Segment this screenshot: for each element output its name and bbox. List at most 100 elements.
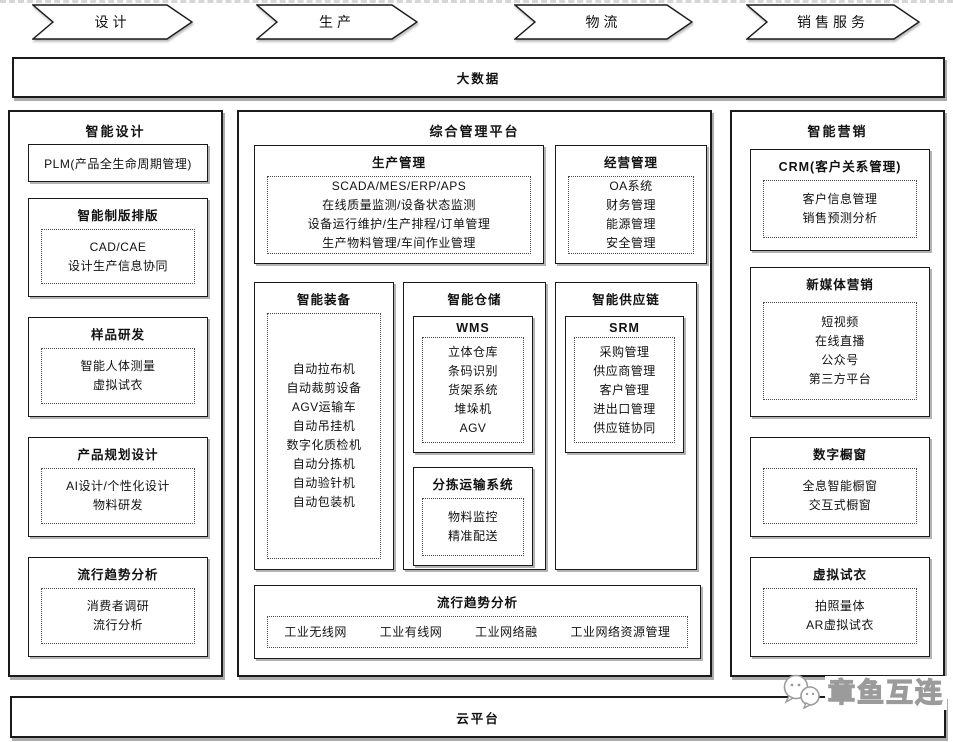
box-title: SRM: [609, 321, 640, 335]
list-line: 生产物料管理/车间作业管理: [322, 236, 476, 250]
list-line: 销售预测分析: [802, 211, 878, 225]
list-line: 在线直播: [814, 334, 865, 348]
list-line: 能源管理: [605, 217, 656, 231]
panel-title: 智能设计: [85, 124, 146, 139]
box-new-media-marketing: 新媒体营销 短视频在线直播公众号第三方平台: [750, 267, 930, 417]
box-title: 虚拟试衣: [812, 568, 867, 582]
list-line: 供应商管理: [593, 363, 656, 378]
box-title: CRM(客户关系管理): [778, 160, 902, 174]
list-line: 进出口管理: [593, 401, 656, 416]
dotted-item-list: 采购管理供应商管理客户管理进出口管理供应链协同: [574, 337, 675, 443]
watermark-text: 章鱼互连: [825, 676, 947, 710]
box-crm: CRM(客户关系管理) 客户信息管理销售预测分析: [750, 149, 930, 251]
box-title: 样品研发: [90, 328, 145, 342]
box-title: 流行趋势分析: [436, 596, 518, 610]
dotted-item-row: 工业无线网工业有线网工业网络融工业网络资源管理: [267, 616, 688, 648]
flow-arrow-production: 生产: [256, 4, 418, 40]
flow-arrow-sales-service: 销售服务: [746, 4, 920, 40]
list-line: 堆垛机: [454, 401, 492, 416]
flow-arrow-label: 设计: [94, 14, 131, 30]
flow-arrow-label: 销售服务: [797, 14, 869, 30]
dotted-item-list: 物料监控精准配送: [422, 498, 524, 556]
flow-arrow-label: 物流: [585, 14, 622, 30]
list-line: 条码识别: [447, 363, 498, 378]
box-title: 数字橱窗: [812, 448, 867, 462]
list-line: 全息智能橱窗: [802, 479, 878, 493]
box-industrial-network: 流行趋势分析 工业无线网工业有线网工业网络融工业网络资源管理: [254, 585, 701, 659]
list-line: 虚拟试衣: [92, 378, 143, 392]
box-title: WMS: [456, 321, 490, 335]
list-line: 短视频: [821, 315, 859, 329]
list-line: 自动验针机: [292, 476, 356, 490]
list-line: AI设计/个性化设计: [66, 479, 170, 493]
list-line: 设备运行维护/生产排程/订单管理: [307, 217, 491, 231]
box-title: 智能仓储: [447, 293, 502, 307]
list-line: SCADA/MES/ERP/APS: [331, 179, 467, 193]
chevron-arrow-shape: [514, 4, 693, 40]
list-line: 安全管理: [605, 236, 656, 250]
cloud-platform-bar: 云平台: [10, 696, 946, 738]
list-line: 采购管理: [599, 344, 650, 359]
box-title: 智能制版排版: [77, 209, 159, 223]
list-line: AGV: [459, 420, 487, 435]
list-line: AR虚拟试衣: [806, 618, 874, 632]
list-line: 自动吊挂机: [292, 419, 356, 433]
box-srm: SRM 采购管理供应商管理客户管理进出口管理供应链协同: [565, 316, 684, 453]
box-digital-showcase: 数字橱窗 全息智能橱窗交互式橱窗: [750, 437, 930, 537]
dotted-item-list: 智能人体测量虚拟试衣: [41, 348, 195, 404]
box-title: 流行趋势分析: [77, 568, 159, 582]
box-smart-supply-chain: 智能供应链 SRM 采购管理供应商管理客户管理进出口管理供应链协同: [555, 282, 697, 570]
list-line: 交互式橱窗: [808, 498, 872, 512]
list-line: 公众号: [821, 353, 859, 367]
panel-title: 综合管理平台: [429, 124, 520, 139]
chevron-arrow-shape: [32, 4, 193, 40]
panel-smart-marketing: 智能营销 CRM(客户关系管理) 客户信息管理销售预测分析 新媒体营销 短视频在…: [730, 110, 945, 677]
flow-arrow-label: 生产: [319, 14, 355, 30]
dotted-item-list: 客户信息管理销售预测分析: [763, 180, 917, 238]
list-line: 工业网络资源管理: [570, 624, 671, 639]
chat-bubbles-icon: [783, 674, 820, 710]
list-line: 流行分析: [92, 618, 143, 632]
list-line: 供应链协同: [593, 420, 656, 435]
list-line: 客户管理: [599, 382, 650, 397]
flow-arrow-design: 设计: [32, 4, 193, 40]
box-title: 智能装备: [296, 293, 351, 307]
watermark-logo: 章鱼互连: [779, 674, 947, 712]
box-sorting-transport: 分拣运输系统 物料监控精准配送: [413, 467, 533, 566]
box-plm: PLM(产品全生命周期管理): [28, 144, 208, 182]
box-title: 生产管理: [371, 156, 426, 170]
box-label: PLM(产品全生命周期管理): [44, 156, 192, 171]
list-line: 财务管理: [605, 198, 656, 212]
box-product-planning: 产品规划设计 AI设计/个性化设计物料研发: [28, 437, 208, 537]
list-line: 工业无线网: [284, 624, 347, 639]
list-line: 客户信息管理: [802, 192, 878, 206]
big-data-bar: 大数据: [12, 57, 945, 98]
list-line: 物料研发: [92, 498, 143, 512]
list-line: 物料监控: [447, 510, 498, 524]
list-line: OA系统: [609, 179, 653, 193]
list-line: 立体仓库: [447, 344, 498, 359]
box-trend-analysis: 流行趋势分析 消费者调研流行分析: [28, 557, 208, 657]
box-title: 智能供应链: [592, 293, 660, 307]
list-line: 数字化质检机: [286, 438, 362, 452]
panel-title: 智能营销: [807, 124, 868, 139]
dotted-item-list: 短视频在线直播公众号第三方平台: [763, 302, 917, 400]
dotted-item-list: OA系统财务管理能源管理安全管理: [568, 176, 694, 254]
box-business-mgmt: 经营管理 OA系统财务管理能源管理安全管理: [555, 145, 707, 264]
list-line: 智能人体测量: [80, 359, 156, 373]
list-line: CAD/CAE: [89, 239, 147, 254]
box-title: 经营管理: [603, 156, 658, 170]
